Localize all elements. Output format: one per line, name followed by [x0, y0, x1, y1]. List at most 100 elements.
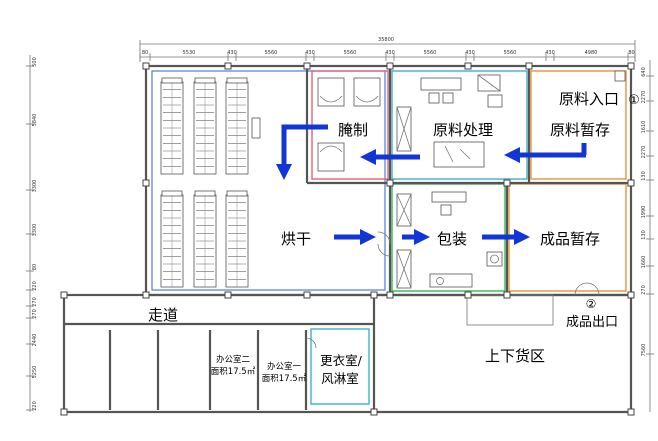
dim-segment: 430: [227, 50, 237, 56]
column: [627, 408, 635, 416]
dim-left: 3300: [32, 224, 38, 237]
column: [303, 291, 311, 299]
marker-two: ②: [586, 297, 597, 311]
drying-racks: [160, 77, 261, 288]
dim-right: 2270: [641, 146, 647, 159]
column: [627, 179, 635, 187]
label-loading-area: 上下货区: [485, 347, 545, 365]
column: [627, 291, 635, 299]
column: [525, 62, 533, 70]
label-raw-temp-storage: 原料暂存: [550, 121, 610, 139]
dim-segment: 5530: [183, 50, 196, 56]
dim-total: 35800: [378, 37, 394, 43]
processing-table: [420, 77, 462, 91]
dim-left: 80: [32, 264, 38, 270]
label-finished-exit: 成品出口: [566, 315, 618, 330]
door-swing: [305, 337, 317, 349]
dim-left: 270: [32, 297, 38, 307]
sealing-machine: [486, 251, 503, 267]
dim-left: 220: [32, 281, 38, 291]
label-raw-processing: 原料处理: [433, 121, 493, 139]
column: [370, 291, 378, 299]
dim-left: 3300: [32, 180, 38, 193]
curing-tank: [317, 142, 345, 172]
dim-segment: 4980: [585, 50, 598, 56]
dim-right: 7560: [641, 344, 647, 357]
dim-right: 640: [641, 67, 647, 77]
column: [503, 291, 511, 299]
column: [370, 408, 378, 416]
column: [303, 62, 311, 70]
column: [142, 291, 150, 299]
cutting-table: [433, 141, 485, 168]
column: [224, 62, 232, 70]
dim-right: 130: [641, 171, 647, 181]
flow-arrow: [275, 124, 328, 181]
dim-right: 1990: [641, 206, 647, 219]
curing-tank: [317, 77, 345, 107]
marker-one: ①: [628, 93, 640, 108]
column: [464, 291, 472, 299]
column: [142, 62, 150, 70]
column: [386, 62, 394, 70]
label-drying: 烘干: [281, 230, 311, 248]
dim-left: 220: [32, 401, 38, 411]
dim-left: 5250: [32, 366, 38, 379]
packing-table: [431, 191, 467, 203]
stool: [440, 204, 452, 216]
drain: [436, 277, 444, 285]
dim-segment: 430: [305, 50, 315, 56]
dim-right: 2270: [641, 91, 647, 104]
room-labels: 腌制 原料处理 原料入口 ① 原料暂存 烘干 包装 成品暂存 ② 成品出口 走道…: [148, 90, 640, 386]
dim-left: 5840: [32, 114, 38, 127]
dim-segment: 5560: [344, 50, 357, 56]
dim-left: 2440: [32, 334, 38, 347]
label-packaging: 包装: [437, 230, 467, 248]
column: [503, 179, 511, 187]
label-office2-area: 面积17.5㎡: [211, 366, 256, 377]
equipment: [317, 70, 626, 289]
column: [386, 179, 394, 187]
dim-segment: 430: [465, 50, 475, 56]
door-swing: [574, 282, 600, 296]
dim-left: 270: [32, 309, 38, 319]
drying-rack: [160, 77, 184, 175]
label-corridor: 走道: [148, 306, 178, 324]
label-office1-name: 办公室一: [267, 361, 302, 372]
drying-rack: [225, 190, 249, 288]
dim-segment: 80: [142, 50, 148, 56]
label-office2-name: 办公室二: [216, 354, 251, 365]
door-swing: [377, 243, 391, 257]
dim-segment: 5560: [424, 50, 437, 56]
structural-columns: [60, 62, 635, 416]
cabinet: [487, 94, 503, 108]
column: [60, 408, 68, 416]
process-flow-arrows: [275, 124, 587, 246]
column: [627, 62, 635, 70]
dim-right: 130: [641, 230, 647, 240]
drying-rack: [193, 77, 217, 175]
dim-segment: 5560: [265, 50, 278, 56]
dimension-lines: 35800 80 5530 430 5560 430 5560 430 5560 430 5560…: [26, 37, 654, 412]
stool: [442, 92, 454, 104]
drying-room-border: [151, 70, 386, 291]
dim-right: 270: [641, 285, 647, 295]
door-swing: [377, 231, 391, 245]
drying-rack: [193, 190, 217, 288]
column: [142, 179, 150, 187]
storage-unit: [614, 70, 626, 82]
raw-processing-border: [391, 70, 528, 180]
raw-storage-border: [530, 70, 627, 180]
drying-rack: [225, 77, 249, 175]
doors: [305, 231, 600, 349]
column: [464, 62, 472, 70]
locker-room-border: [310, 328, 370, 405]
dim-segment: 5560: [504, 50, 517, 56]
dim-right: 1660: [641, 256, 647, 269]
label-finished-temp-storage: 成品暂存: [540, 230, 600, 248]
dim-segment: 430: [385, 50, 395, 56]
column: [60, 291, 68, 299]
label-locker-line1: 更衣室/: [320, 353, 363, 368]
dim-right: 1610: [641, 121, 647, 134]
